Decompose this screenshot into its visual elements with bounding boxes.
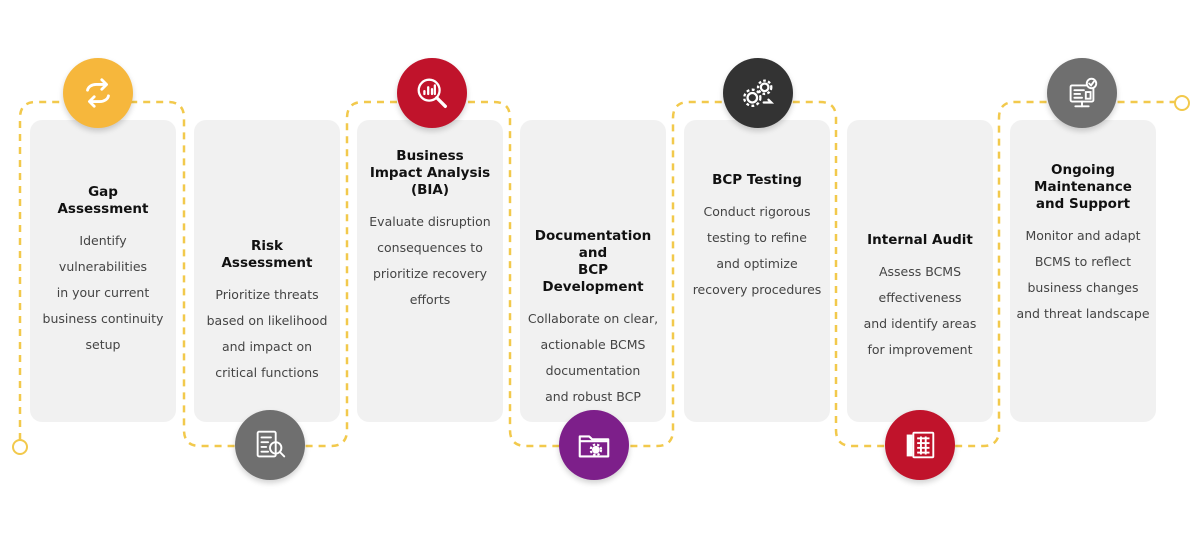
audit-documents-icon: [906, 431, 935, 459]
monitor-settings-icon: [1069, 77, 1098, 108]
step-badge-risk-assessment: [235, 410, 305, 480]
step-card-risk-assessment: Risk Assessment Prioritize threats based…: [194, 120, 340, 422]
step-title: BCP Testing: [712, 172, 802, 188]
step-card-ongoing-maintenance: Ongoing Maintenance and Support Monitor …: [1010, 120, 1156, 422]
folder-gear-icon: [578, 435, 610, 458]
chart-magnifier-icon: [417, 78, 447, 108]
step-description: Identify vulnerabilities in your current…: [42, 233, 164, 352]
step-description: Collaborate on clear, actionable BCMS do…: [527, 311, 659, 404]
step-card-bcp-testing: BCP Testing Conduct rigorous testing to …: [684, 120, 830, 422]
step-title: Business Impact Analysis (BIA): [369, 148, 491, 198]
step-description: Evaluate disruption consequences to prio…: [369, 214, 491, 307]
document-search-icon: [256, 430, 286, 458]
path-end-dot: [1174, 95, 1190, 111]
step-badge-bcp-testing: [723, 58, 793, 128]
step-card-internal-audit: Internal Audit Assess BCMS effectiveness…: [847, 120, 993, 422]
step-badge-business-impact-analysis: [397, 58, 467, 128]
gears-icon: [743, 79, 775, 107]
path-start-dot: [12, 439, 28, 455]
cycle-arrows-icon: [86, 78, 110, 108]
step-card-gap-assessment: Gap Assessment Identify vulnerabilities …: [30, 120, 176, 422]
step-description: Conduct rigorous testing to refine and o…: [692, 204, 822, 297]
step-title: Gap Assessment: [57, 184, 149, 217]
step-card-business-impact-analysis: Business Impact Analysis (BIA) Evaluate …: [357, 120, 503, 422]
step-title: Documentation and BCP Development: [534, 228, 652, 295]
step-title: Ongoing Maintenance and Support: [1034, 162, 1132, 212]
step-description: Assess BCMS effectiveness and identify a…: [863, 264, 977, 357]
step-title: Risk Assessment: [221, 238, 313, 271]
step-title: Internal Audit: [867, 232, 973, 248]
step-card-documentation-bcp: Documentation and BCP Development Collab…: [520, 120, 666, 422]
step-badge-documentation-bcp: [559, 410, 629, 480]
step-description: Prioritize threats based on likelihood a…: [206, 287, 328, 380]
step-badge-ongoing-maintenance: [1047, 58, 1117, 128]
step-badge-internal-audit: [885, 410, 955, 480]
step-description: Monitor and adapt BCMS to reflect busine…: [1016, 228, 1150, 321]
step-badge-gap-assessment: [63, 58, 133, 128]
